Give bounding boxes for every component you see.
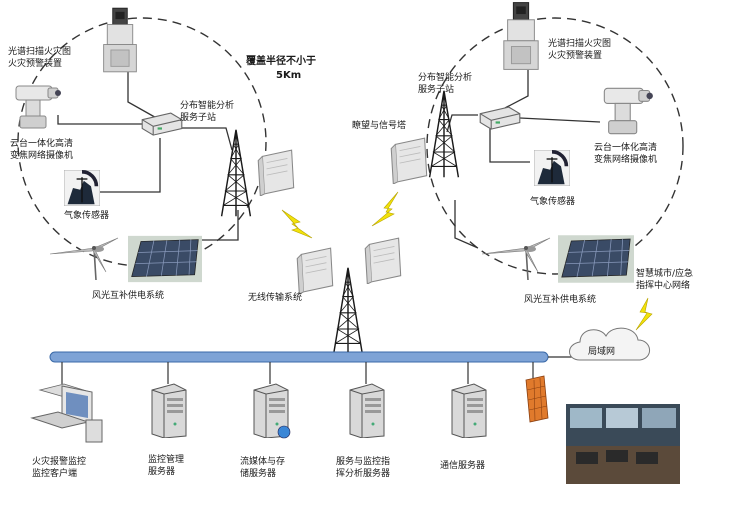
wireless-system-label: 无线传输系统 (248, 293, 303, 303)
lan-label: 局域网 (588, 347, 616, 357)
mgmt-server-label: 监控管理 服务器 (148, 455, 185, 477)
firewall-icon (525, 375, 549, 423)
left-weather-sensor-label: 气象传感器 (64, 211, 110, 221)
left-ptz-camera-label: 云台一体化高清 变焦网络摄像机 (10, 139, 74, 161)
media-server-label: 流媒体与存 储服务器 (240, 457, 286, 479)
relay-radio-right-icon (364, 237, 402, 284)
coverage-km-label: 5Km (276, 70, 302, 81)
wireless-link-right-icon (371, 191, 399, 227)
wireless-link-left-icon (281, 209, 313, 239)
left-station-label: 分布智能分析 服务子站 (180, 101, 235, 123)
left-spectral-scanner-icon (103, 7, 137, 73)
left-solar-panel-icon (128, 235, 202, 283)
left-weather-sensor-icon (64, 170, 100, 206)
monitor-mgmt-server-icon (151, 383, 187, 438)
right-scanner-label: 光谱扫描火灾图 火灾预警装置 (548, 39, 612, 61)
left-cluster-links (57, 52, 239, 241)
left-wind-turbine-icon (49, 237, 119, 281)
relay-tower-label: 瞭望与信号塔 (352, 121, 407, 131)
right-solar-panel-icon (558, 234, 634, 284)
right-spectral-scanner-icon (503, 2, 539, 70)
command-center-label: 智慧城市/应急 指挥中心网络 (636, 269, 694, 291)
relay-radio-left-icon (296, 247, 334, 294)
left-station-tower-icon (220, 129, 252, 217)
left-scanner-label: 光谱扫描火灾图 火灾预警装置 (8, 47, 72, 69)
right-power-label: 风光互补供电系统 (524, 295, 597, 305)
left-power-label: 风光互补供电系统 (92, 291, 165, 301)
lan-cloud-icon (569, 327, 650, 361)
right-station-tower-icon (428, 90, 460, 178)
right-radio-panel-icon (390, 137, 428, 184)
coverage-label: 覆盖半径不小于 (246, 56, 316, 67)
control-room-photo-icon (566, 404, 680, 484)
right-ptz-camera-label: 云台一体化高清 变焦网络摄像机 (594, 143, 658, 165)
right-station-label: 分布智能分析 服务子站 (418, 73, 473, 95)
network-bus (49, 351, 549, 363)
globe-badge-icon (277, 425, 291, 439)
left-coverage-circle (17, 17, 267, 267)
analysis-server-label: 服务与监控指 挥分析服务器 (336, 457, 391, 479)
client-label: 火灾报警监控 监控客户端 (32, 457, 87, 479)
comm-server-label: 通信服务器 (440, 461, 486, 471)
comm-server-icon (451, 383, 487, 438)
right-ptz-camera-icon (603, 87, 654, 135)
right-cluster-links (446, 70, 601, 249)
left-radio-panel-icon (257, 149, 295, 196)
left-station-box-icon (141, 112, 183, 136)
analysis-server-icon (349, 383, 385, 438)
right-station-box-icon (479, 106, 521, 130)
right-weather-sensor-icon (534, 150, 570, 186)
wan-link-icon (635, 297, 653, 331)
right-weather-sensor-label: 气象传感器 (530, 197, 576, 207)
desktop-computer-icon (30, 383, 103, 443)
right-coverage-circle (426, 17, 684, 275)
